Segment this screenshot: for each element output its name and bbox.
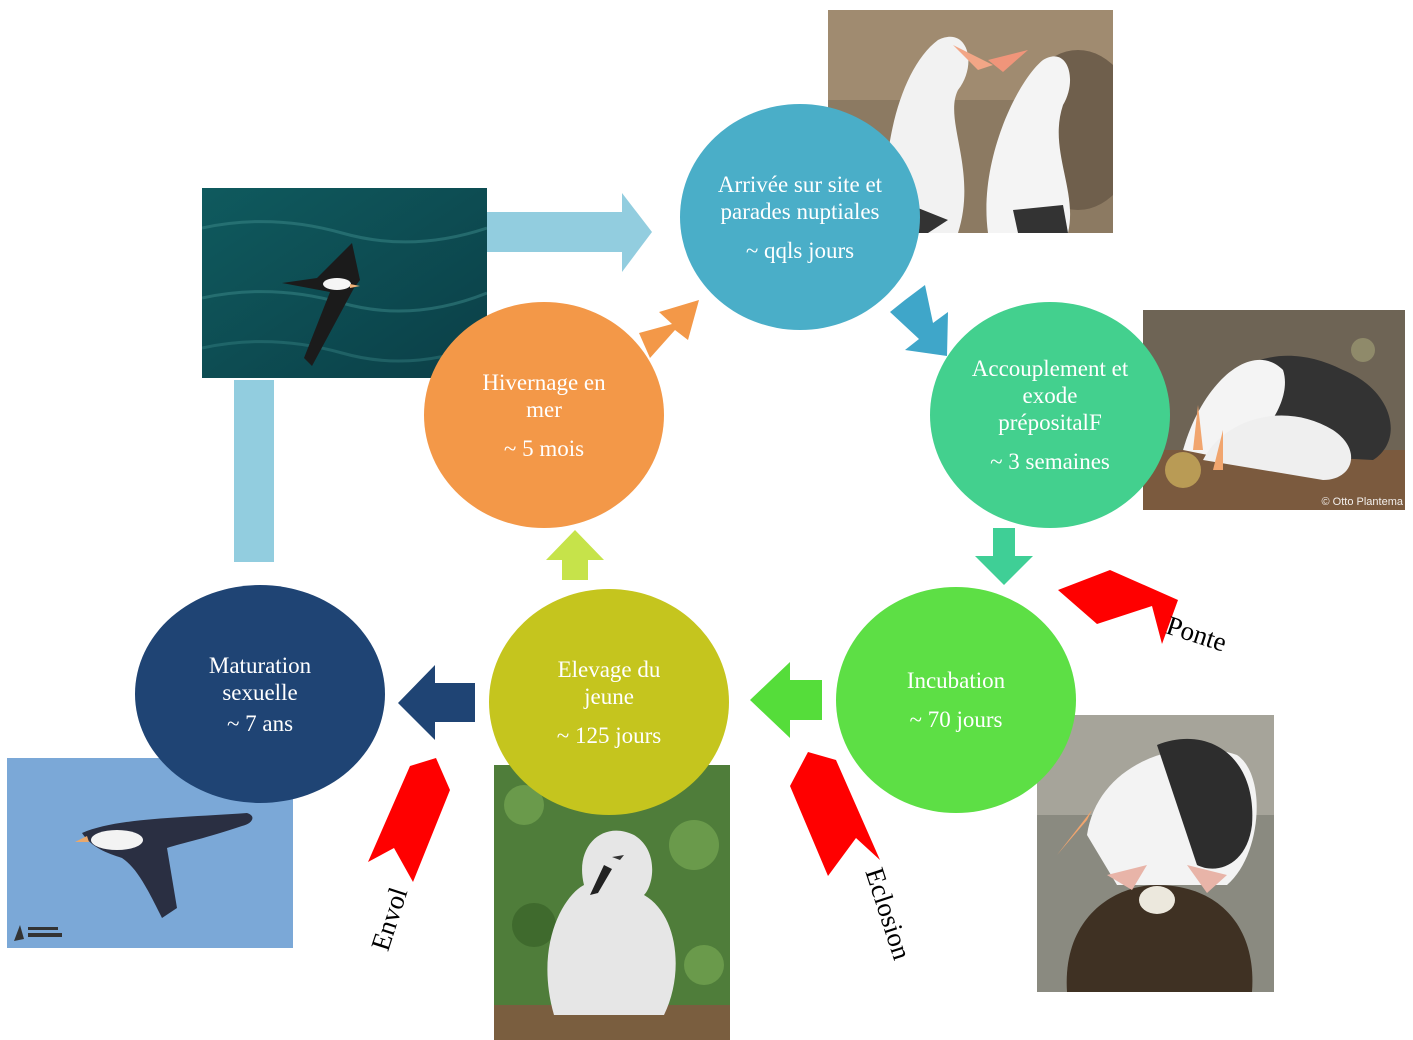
stage-incubation-duration: ~ 70 jours (909, 707, 1003, 732)
stage-arrivee: Arrivée sur site et parades nuptiales ~ … (680, 104, 920, 330)
photo-logo-mark (14, 925, 62, 941)
arrow-elevage-hivernage (546, 530, 604, 580)
stage-elevage-title: Elevage du jeune (557, 656, 661, 709)
stage-accouplement: Accouplement et exode prépositalF ~ 3 se… (930, 302, 1170, 528)
stage-hivernage: Hivernage en mer ~ 5 mois (424, 302, 664, 528)
stage-incubation: Incubation ~ 70 jours (836, 587, 1076, 813)
photo-incubating-egg (1037, 715, 1274, 992)
arrow-incubation-elevage (750, 662, 822, 738)
arrow-arrivee-accouplement (890, 285, 948, 356)
stage-elevage-duration: ~ 125 jours (556, 722, 662, 748)
stage-elevage: Elevage du jeune ~ 125 jours (489, 589, 729, 815)
stage-accouplement-duration: ~ 3 semaines (990, 449, 1110, 474)
photo-albatross-over-sea (202, 188, 487, 378)
photo-couple-nest: © Otto Plantema (1143, 310, 1405, 510)
loop-arrow-vertical (234, 380, 274, 562)
arrow-ponte (1058, 570, 1178, 644)
arrow-envol (368, 758, 450, 882)
arrow-hivernage-arrivee (639, 300, 699, 358)
stage-hivernage-title: Hivernage en mer (482, 369, 606, 422)
stage-maturation-title: Maturation sexuelle (208, 652, 312, 705)
stage-arrivee-title: Arrivée sur site et parades nuptiales (717, 171, 883, 224)
stage-maturation-duration: ~ 7 ans (226, 710, 294, 736)
loop-arrow-horizontal (478, 193, 652, 272)
arrow-eclosion (790, 752, 880, 876)
stage-hivernage-duration: ~ 5 mois (503, 435, 585, 461)
stage-maturation: Maturation sexuelle ~ 7 ans (135, 585, 385, 803)
photo-credit: © Otto Plantema (1321, 496, 1403, 508)
stage-accouplement-title: Accouplement et exode prépositalF (971, 356, 1129, 435)
arrow-accouplement-incubation (975, 528, 1033, 585)
arrow-elevage-maturation (398, 665, 475, 740)
stage-arrivee-duration: ~ qqls jours (745, 237, 855, 263)
stage-incubation-title: Incubation (906, 668, 1006, 693)
